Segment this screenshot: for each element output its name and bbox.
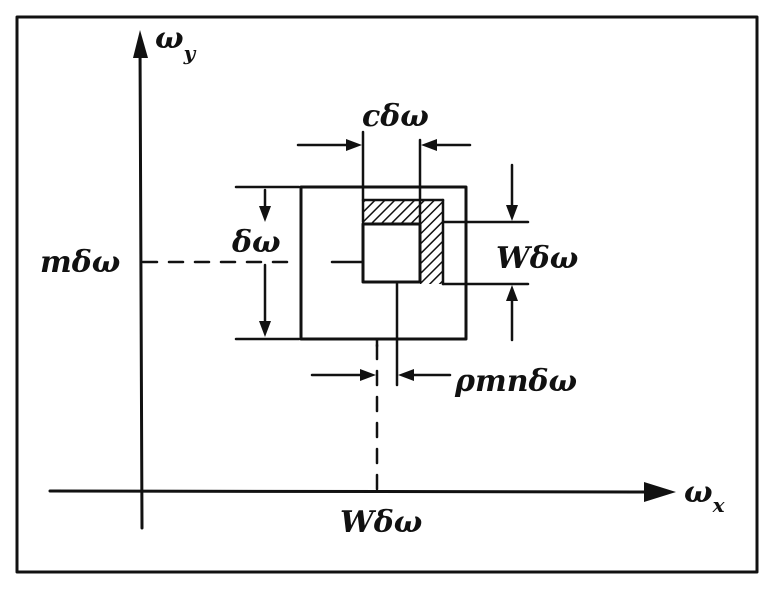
extension-lines bbox=[234, 130, 530, 387]
p-mn-dw-dimension bbox=[310, 369, 452, 381]
svg-text:ωy: ωy bbox=[155, 21, 197, 65]
w-dw-bottom-label: Wδω bbox=[340, 505, 422, 540]
inner-square bbox=[361, 222, 422, 284]
c-dw-label: cδω bbox=[362, 99, 429, 134]
outer-square bbox=[299, 185, 468, 341]
w-dw-right-dimension bbox=[506, 163, 518, 342]
x-axis-arrowhead bbox=[644, 482, 676, 502]
y-axis-arrowhead bbox=[133, 30, 148, 58]
hatched-strip bbox=[361, 198, 445, 286]
dw-label: δω bbox=[231, 225, 281, 260]
x-axis bbox=[48, 482, 676, 502]
y-axis bbox=[133, 30, 148, 530]
svg-text:ωx: ωx bbox=[684, 475, 726, 517]
m-dw-label: mδω bbox=[40, 245, 120, 280]
dashed-guides bbox=[141, 260, 379, 497]
omega-y-label: ωy bbox=[155, 21, 197, 65]
p-mn-dw-label: ρmnδω bbox=[454, 364, 577, 399]
w-dw-right-label: Wδω bbox=[496, 241, 578, 276]
omega-x-label: ωx bbox=[684, 475, 726, 517]
c-dw-dimension bbox=[296, 139, 472, 151]
outer-frame bbox=[15, 15, 759, 574]
dw-dimension bbox=[259, 188, 271, 337]
